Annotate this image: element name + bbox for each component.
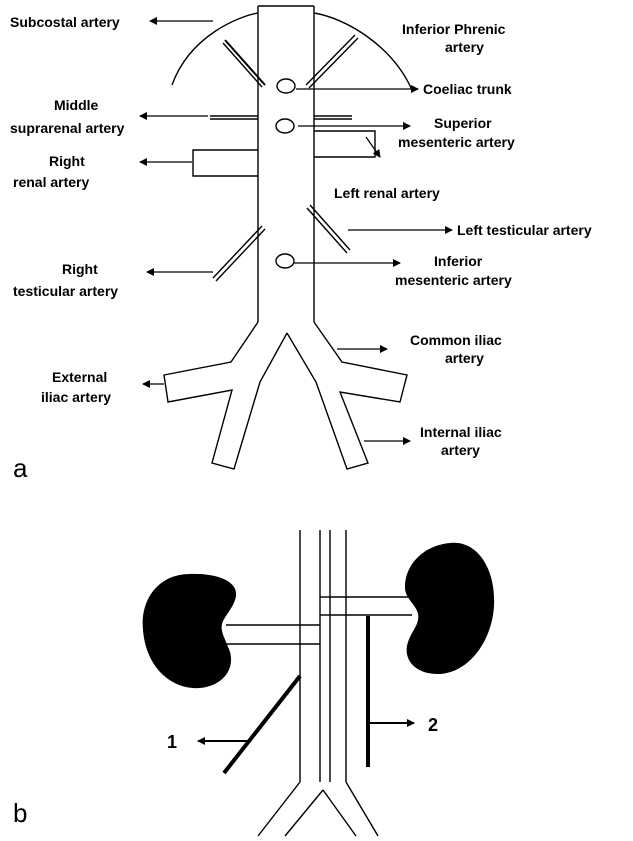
ima-origin — [276, 254, 294, 268]
label-left-renal-artery: Left renal artery — [334, 185, 440, 201]
label-coeliac-trunk: Coeliac trunk — [423, 81, 512, 97]
label-external-iliac-2: iliac artery — [41, 389, 111, 405]
diaphragm-arc-right — [314, 13, 412, 90]
label-inferior-phrenic-1: Inferior Phrenic — [402, 21, 506, 37]
right-renal-box — [193, 150, 258, 176]
panel-a: Subcostal artery Inferior Phrenic artery… — [10, 6, 592, 483]
label-superior-mesenteric-2: mesenteric artery — [398, 134, 515, 150]
sma-origin — [276, 119, 294, 133]
right-testicular — [213, 226, 262, 278]
label-internal-iliac-2: artery — [441, 442, 480, 458]
right-testicular-vein — [224, 676, 300, 773]
label-inferior-mesenteric-1: Inferior — [434, 253, 483, 269]
label-right-renal-1: Right — [49, 153, 85, 169]
label-subcostal-artery: Subcostal artery — [10, 14, 120, 30]
leader-arrows — [140, 21, 452, 441]
label-middle-suprarenal-2: suprarenal artery — [10, 120, 125, 136]
marker-2: 2 — [428, 715, 438, 735]
label-right-testicular-2: testicular artery — [13, 283, 118, 299]
label-common-iliac-2: artery — [445, 350, 484, 366]
subcostal-branch — [225, 40, 265, 85]
diaphragm-arc — [172, 13, 258, 85]
panel-label-b: b — [13, 798, 27, 828]
aorta — [258, 6, 314, 322]
label-internal-iliac-1: Internal iliac — [420, 424, 502, 440]
label-common-iliac-1: Common iliac — [410, 332, 502, 348]
panel-b: 1 2 b — [13, 530, 494, 836]
label-external-iliac-1: External — [52, 369, 107, 385]
label-middle-suprarenal-1: Middle — [54, 97, 99, 113]
label-inferior-phrenic-2: artery — [445, 39, 484, 55]
marker-1: 1 — [167, 732, 177, 752]
label-right-renal-2: renal artery — [13, 174, 89, 190]
left-iliac-outline — [164, 322, 287, 469]
left-renal-box — [314, 131, 375, 157]
right-iliac-outline — [287, 322, 407, 469]
coeliac-trunk-origin — [277, 79, 295, 93]
panel-label-a: a — [13, 453, 28, 483]
label-superior-mesenteric-1: Superior — [434, 115, 492, 131]
label-right-testicular-1: Right — [62, 261, 98, 277]
label-inferior-mesenteric-2: mesenteric artery — [395, 272, 512, 288]
label-left-testicular-artery: Left testicular artery — [457, 222, 592, 238]
left-testicular — [307, 208, 347, 253]
left-kidney — [405, 543, 494, 674]
right-kidney — [143, 574, 236, 688]
